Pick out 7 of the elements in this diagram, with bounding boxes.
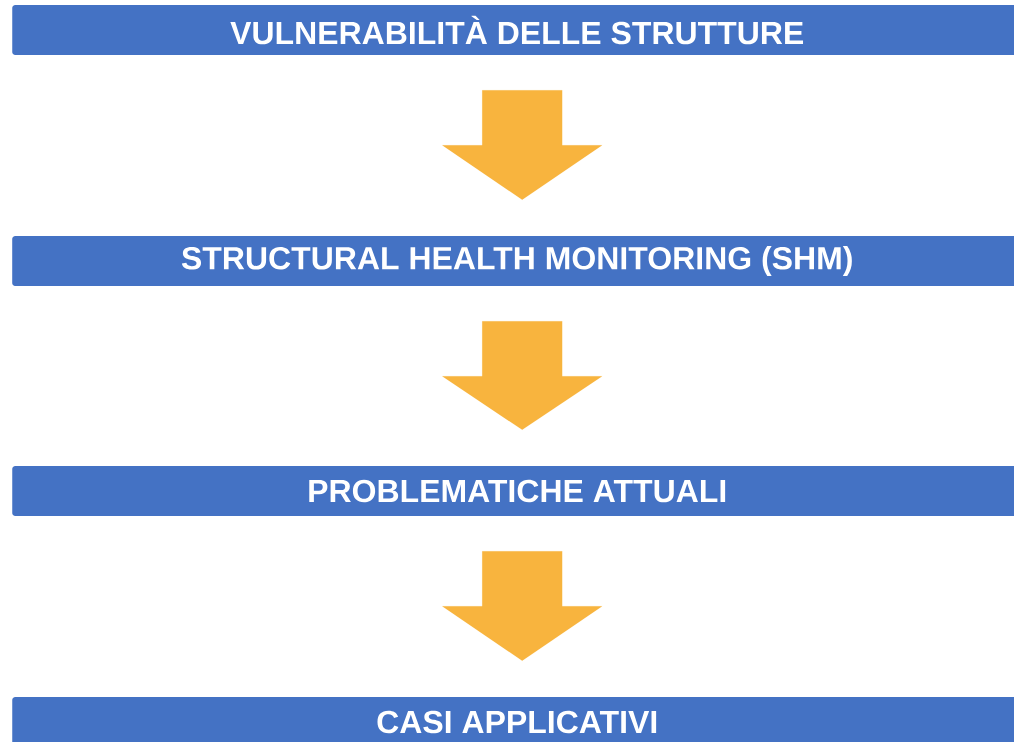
title-bar: CASI APPLICATIVI	[12, 697, 1014, 742]
block-arrow	[442, 90, 603, 200]
block-arrow	[442, 551, 603, 661]
title-bar: STRUCTURAL HEALTH MONITORING (SHM)	[12, 236, 1014, 286]
block-arrow	[442, 321, 603, 430]
title-bar: VULNERABILITÀ DELLE STRUTTURE	[12, 5, 1014, 55]
title-bar: PROBLEMATICHE ATTUALI	[12, 466, 1014, 516]
